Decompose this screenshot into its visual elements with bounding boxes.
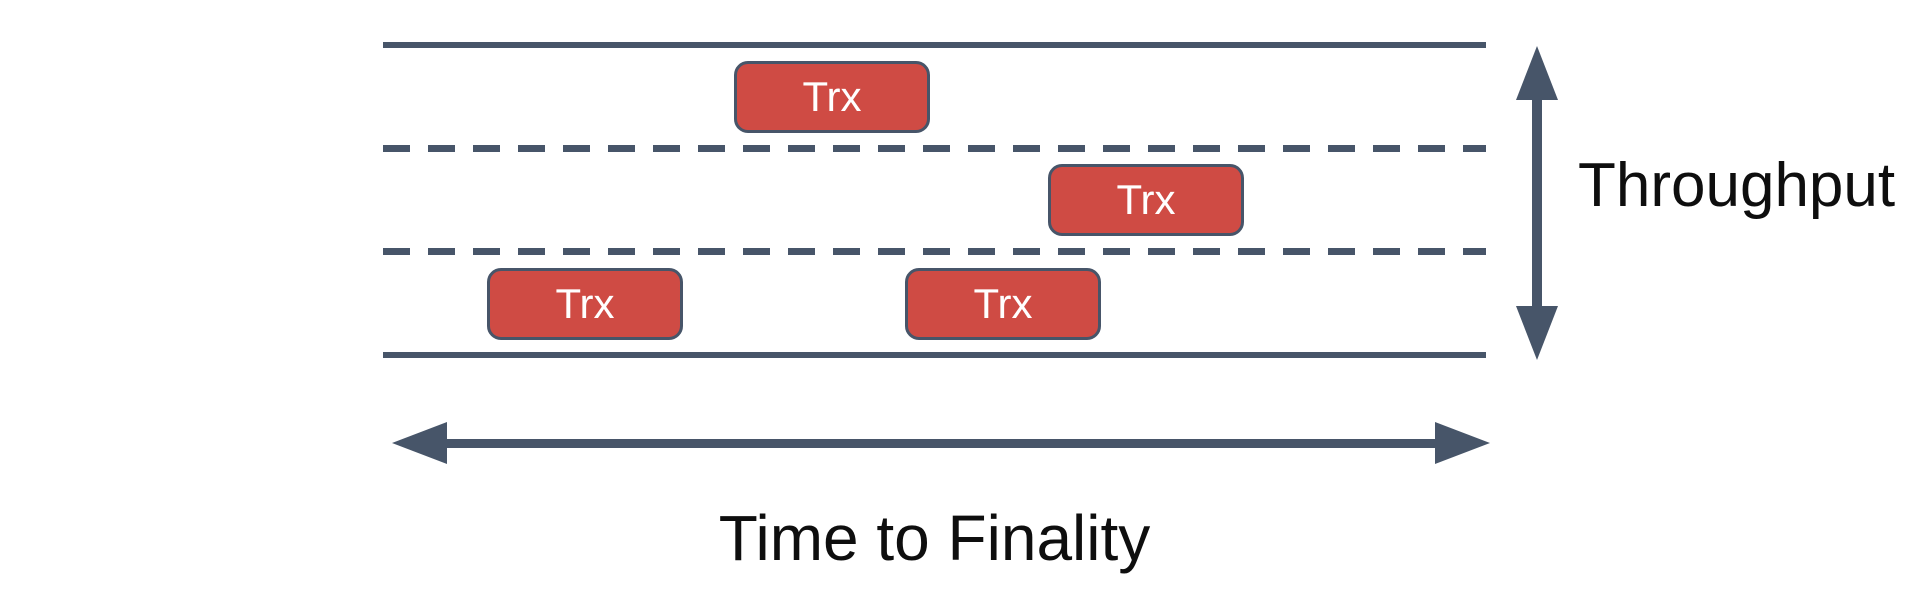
trx-box-top-lane: Trx [734, 61, 930, 133]
road-top-line [383, 42, 1486, 48]
trx-label: Trx [1116, 176, 1176, 223]
throughput-arrow-shaft [1532, 95, 1542, 310]
arrow-down-icon [1516, 306, 1558, 360]
trx-box-bottom-lane-left: Trx [487, 268, 683, 340]
trx-label: Trx [802, 73, 862, 120]
lane-divider-dashed-line-2 [383, 248, 1486, 255]
trx-label: Trx [555, 280, 615, 327]
road-bottom-line [383, 352, 1486, 358]
time-to-finality-label: Time to Finality [718, 502, 1151, 574]
trx-box-middle-lane: Trx [1048, 164, 1244, 236]
arrow-right-icon [1435, 422, 1490, 464]
throughput-label: Throughput [1578, 151, 1896, 220]
arrow-up-icon [1516, 46, 1558, 100]
lane-divider-dashed-line-1 [383, 145, 1486, 152]
trx-box-bottom-lane-right: Trx [905, 268, 1101, 340]
trx-label: Trx [973, 280, 1033, 327]
time-to-finality-arrow-shaft [440, 439, 1440, 448]
arrow-left-icon [392, 422, 447, 464]
